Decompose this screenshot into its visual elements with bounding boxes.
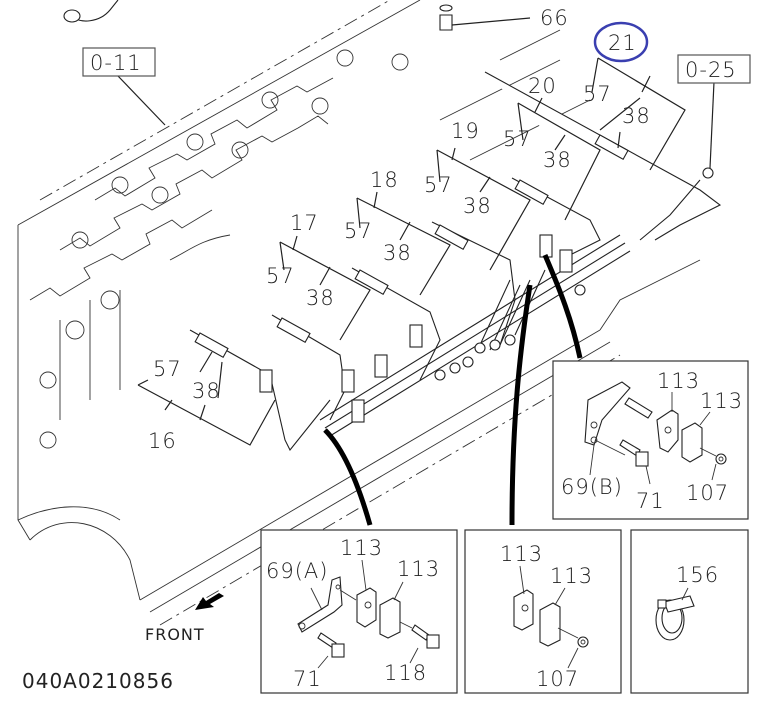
- callout-57[interactable]: 57: [153, 357, 182, 381]
- drawing-number: 040A0210856: [22, 669, 174, 693]
- callout-38[interactable]: 38: [383, 241, 412, 265]
- detail-box-a[interactable]: 113 113 69(A) 71 118: [260, 529, 458, 694]
- callout-38[interactable]: 38: [192, 379, 221, 403]
- ref-label-0-25: 0-25: [685, 58, 737, 82]
- callout-38[interactable]: 38: [463, 194, 492, 218]
- detail-box-d[interactable]: 156: [630, 529, 749, 694]
- callout-57[interactable]: 57: [344, 219, 373, 243]
- callout-18[interactable]: 18: [370, 168, 399, 192]
- callout-57[interactable]: 57: [503, 127, 532, 151]
- part-label-71[interactable]: 71: [293, 667, 322, 691]
- callout-19[interactable]: 19: [451, 119, 480, 143]
- callout-66[interactable]: 66: [540, 6, 569, 30]
- callout-38[interactable]: 38: [306, 286, 335, 310]
- engine-block: [17, 0, 701, 626]
- callout-38[interactable]: 38: [543, 148, 572, 172]
- front-label: FRONT: [145, 625, 205, 644]
- injection-pipes: [189, 71, 722, 452]
- callout-17[interactable]: 17: [290, 211, 319, 235]
- callout-57[interactable]: 57: [424, 173, 453, 197]
- highlight-circle: [593, 21, 649, 63]
- callout-57[interactable]: 57: [583, 82, 612, 106]
- part-label-156[interactable]: 156: [676, 563, 719, 587]
- detail-box-c[interactable]: 113 113 107: [464, 529, 622, 694]
- part-label-69b[interactable]: 69(B): [561, 475, 623, 499]
- callout-38[interactable]: 38: [622, 104, 651, 128]
- part-label-113[interactable]: 113: [700, 389, 743, 413]
- part-label-69a[interactable]: 69(A): [266, 559, 328, 583]
- part-label-113[interactable]: 113: [657, 369, 700, 393]
- front-indicator: FRONT: [145, 593, 224, 644]
- detail-box-b[interactable]: 113 113 69(B) 71 107: [552, 360, 749, 520]
- callout-57[interactable]: 57: [266, 264, 295, 288]
- callout-16[interactable]: 16: [148, 429, 177, 453]
- part-label-118[interactable]: 118: [384, 661, 427, 685]
- part-label-113[interactable]: 113: [397, 557, 440, 581]
- part-label-113[interactable]: 113: [550, 564, 593, 588]
- callout-21[interactable]: 21: [608, 31, 637, 55]
- ref-box-0-25[interactable]: 0-25: [677, 54, 751, 84]
- callout-20[interactable]: 20: [528, 74, 557, 98]
- ref-box-0-11[interactable]: 0-11: [82, 47, 156, 77]
- part-label-71[interactable]: 71: [636, 489, 665, 513]
- ref-label-0-11: 0-11: [90, 51, 142, 75]
- part-label-107[interactable]: 107: [686, 481, 729, 505]
- front-arrow-icon: [195, 593, 224, 610]
- part-label-113[interactable]: 113: [500, 542, 543, 566]
- detail-leaders: [323, 254, 583, 526]
- callout-brackets: [117, 17, 715, 446]
- part-label-107[interactable]: 107: [536, 667, 579, 691]
- callouts: 66 21 20 19 18 17 16 57 38 57 38 57 38 5…: [148, 6, 651, 453]
- part-label-113[interactable]: 113: [340, 536, 383, 560]
